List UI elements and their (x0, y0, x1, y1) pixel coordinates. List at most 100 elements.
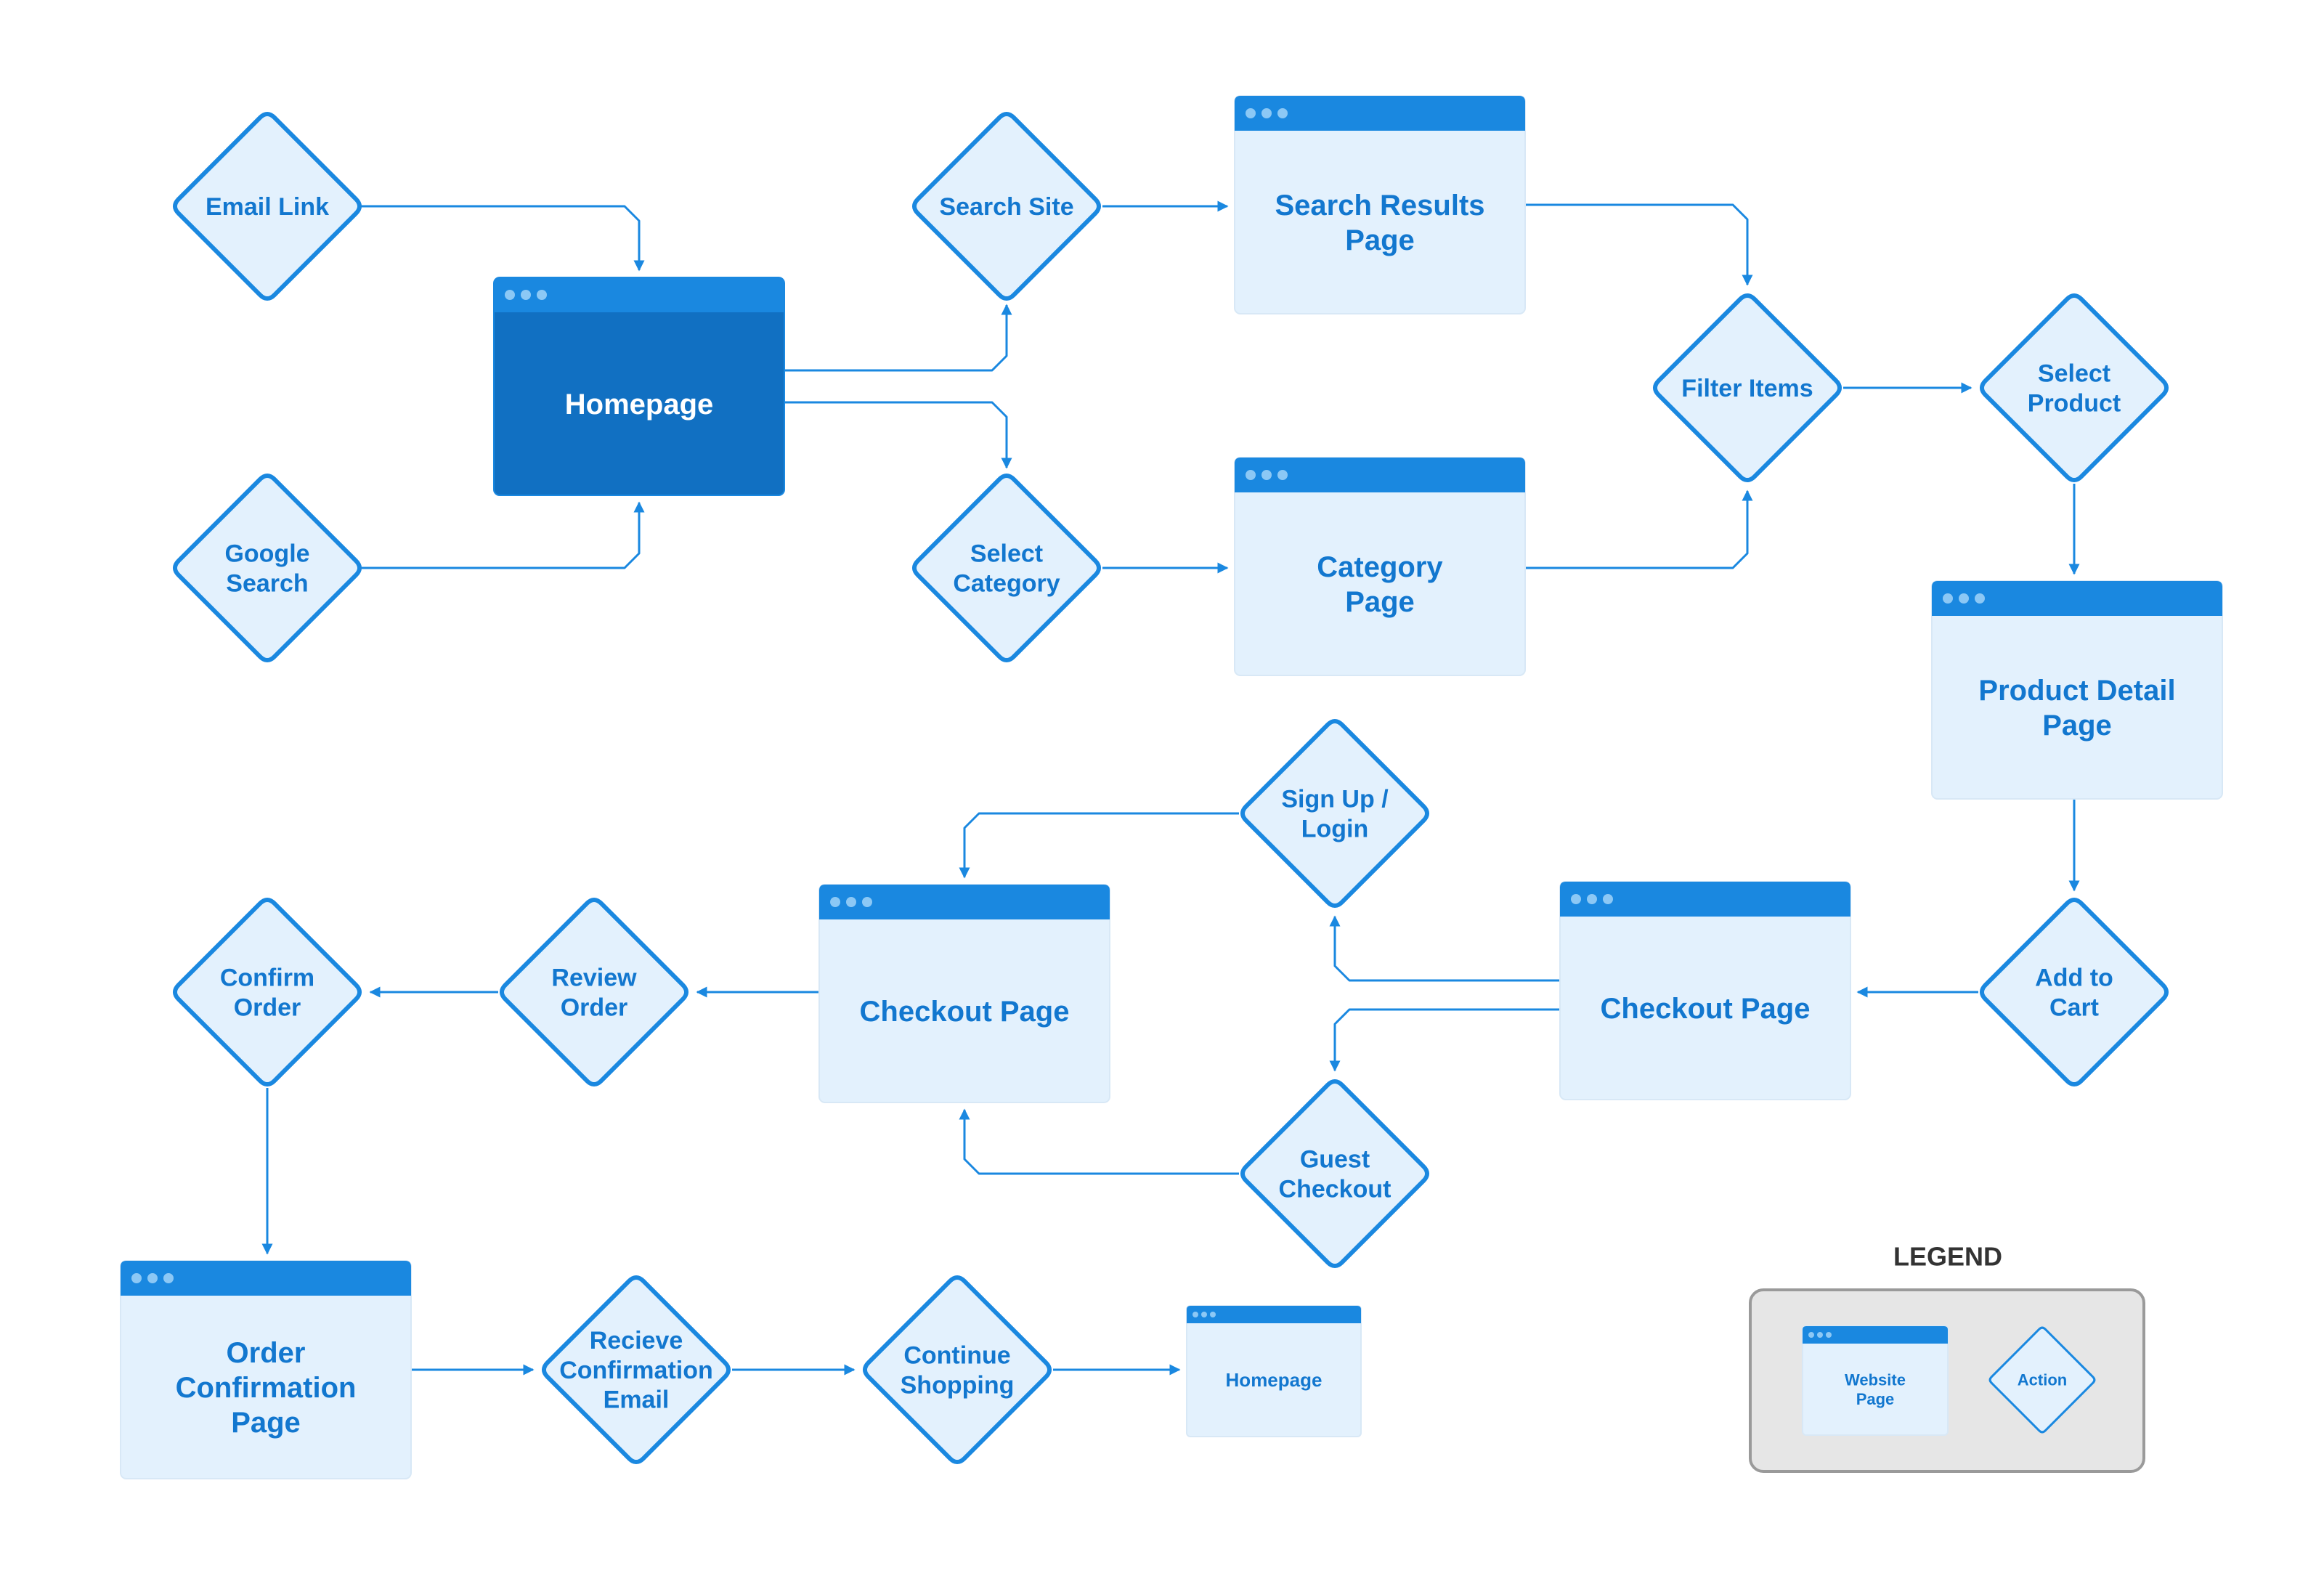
browser-title-bar (1803, 1326, 1948, 1344)
action-sign-up-login[interactable]: Sign Up /Login (1240, 718, 1430, 909)
action-label: Sign Up /Login (1281, 786, 1389, 843)
decision-diamond (172, 897, 362, 1087)
decision-diamond (172, 473, 362, 663)
window-dot-icon (537, 290, 547, 300)
window-dot-icon (1210, 1312, 1216, 1317)
action-email-link[interactable]: Email Link (172, 111, 362, 301)
action-label: Search Site (939, 193, 1073, 221)
window-dot-icon (1808, 1332, 1814, 1338)
window-dot-icon (1826, 1332, 1832, 1338)
window-dot-icon (830, 897, 840, 907)
window-dot-icon (1603, 894, 1613, 904)
decision-diamond (1240, 1079, 1430, 1269)
action-label: Email Link (206, 193, 329, 221)
browser-title-bar (121, 1261, 411, 1296)
connector-checkout-to-signup (1329, 915, 1560, 982)
page-homepage[interactable]: Homepage (493, 277, 785, 496)
window-dot-icon (1943, 593, 1953, 604)
browser-title-bar (494, 277, 784, 312)
connector-google-to-homepage (360, 501, 645, 569)
window-dot-icon (1193, 1312, 1198, 1317)
window-dot-icon (846, 897, 856, 907)
decision-diamond (911, 111, 1102, 301)
decision-diamond (862, 1275, 1052, 1465)
window-dot-icon (131, 1273, 142, 1283)
window-dot-icon (862, 897, 872, 907)
action-legend-action[interactable]: Action (1988, 1326, 2096, 1434)
browser-title-bar (1235, 96, 1525, 131)
window-dot-icon (1261, 470, 1272, 480)
decision-diamond (1652, 293, 1842, 483)
browser-title-bar (1932, 581, 2222, 616)
window-dot-icon (1277, 108, 1288, 118)
connector-signup-to-checkout (959, 812, 1239, 879)
page-label: Checkout Page (1601, 993, 1811, 1025)
window-dot-icon (1817, 1332, 1823, 1338)
window-dot-icon (1571, 894, 1581, 904)
decision-diamond (172, 111, 362, 301)
window-dot-icon (1201, 1312, 1207, 1317)
window-dot-icon (1261, 108, 1272, 118)
decision-diamond (1979, 897, 2169, 1087)
connector-guest-to-checkout (959, 1108, 1239, 1175)
window-dot-icon (1587, 894, 1597, 904)
connector-results-to-filter (1525, 203, 1753, 286)
action-label: Filter Items (1681, 375, 1813, 402)
window-dot-icon (147, 1273, 158, 1283)
action-label: Action (2018, 1371, 2067, 1389)
decision-diamond (911, 473, 1102, 663)
flow-connectors (261, 200, 2080, 1376)
page-label: Checkout Page (860, 996, 1070, 1028)
action-filter-items[interactable]: Filter Items (1652, 293, 1842, 483)
decision-diamond (1240, 718, 1430, 909)
page-checkout-left[interactable]: Checkout Page (818, 884, 1110, 1103)
page-checkout-right[interactable]: Checkout Page (1559, 881, 1851, 1100)
decision-diamond (1988, 1326, 2096, 1434)
decision-diamond (541, 1275, 731, 1465)
window-dot-icon (1246, 470, 1256, 480)
page-label: Homepage (1226, 1369, 1323, 1391)
browser-title-bar (1235, 458, 1525, 492)
action-search-site[interactable]: Search Site (911, 111, 1102, 301)
decision-diamond (1979, 293, 2169, 483)
window-dot-icon (1959, 593, 1969, 604)
browser-title-bar (819, 885, 1110, 919)
window-dot-icon (521, 290, 531, 300)
window-dot-icon (1975, 593, 1985, 604)
decision-diamond (499, 897, 689, 1087)
page-homepage-small[interactable]: Homepage (1186, 1305, 1362, 1437)
connector-checkout-to-guest (1329, 1008, 1560, 1072)
legend-title: LEGEND (1893, 1242, 2002, 1272)
connector-homepage-to-category (784, 401, 1012, 469)
